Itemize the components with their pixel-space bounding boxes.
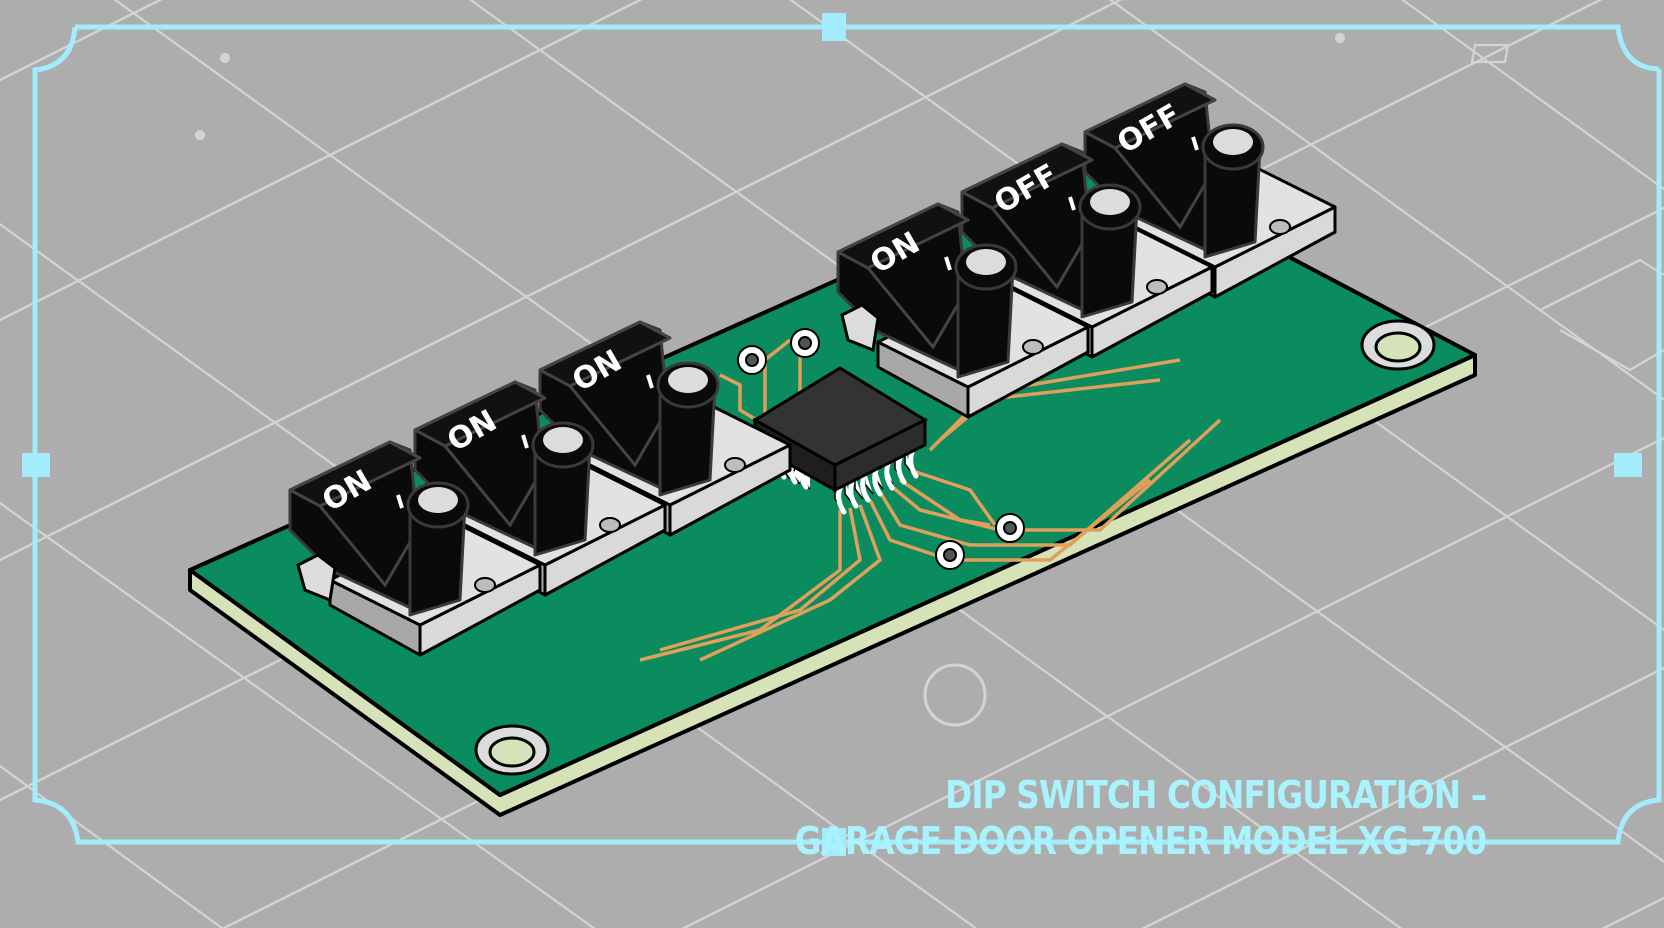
dip-switch-5[interactable]: OFF	[960, 142, 1214, 359]
solder-tab-right	[840, 303, 880, 353]
diagram-title: DIP SWITCH CONFIGURATION – GARAGE DOOR O…	[794, 772, 1487, 864]
via	[935, 540, 965, 570]
bottom-marker	[822, 828, 846, 856]
dip-switch-6[interactable]: OFF	[1083, 82, 1337, 299]
title-line-2: GARAGE DOOR OPENER MODEL XG-700	[794, 819, 1487, 863]
title-line-1: DIP SWITCH CONFIGURATION –	[944, 773, 1487, 817]
dip-switch-1[interactable]: ON	[288, 440, 542, 657]
left-marker	[22, 453, 50, 477]
solder-tab-left	[296, 553, 337, 603]
via	[790, 328, 820, 358]
mounting-hole-right	[1360, 319, 1436, 371]
top-marker	[822, 13, 846, 41]
via	[737, 345, 767, 375]
dip-switch-2[interactable]: ON	[413, 380, 667, 597]
frame-markers	[22, 13, 1642, 856]
mounting-hole-left	[474, 724, 550, 776]
right-marker	[1614, 453, 1642, 477]
via	[995, 513, 1025, 543]
dip-switch-4[interactable]: ON	[836, 202, 1090, 419]
hud-frame	[32, 24, 1662, 845]
mounting-holes	[474, 319, 1436, 776]
